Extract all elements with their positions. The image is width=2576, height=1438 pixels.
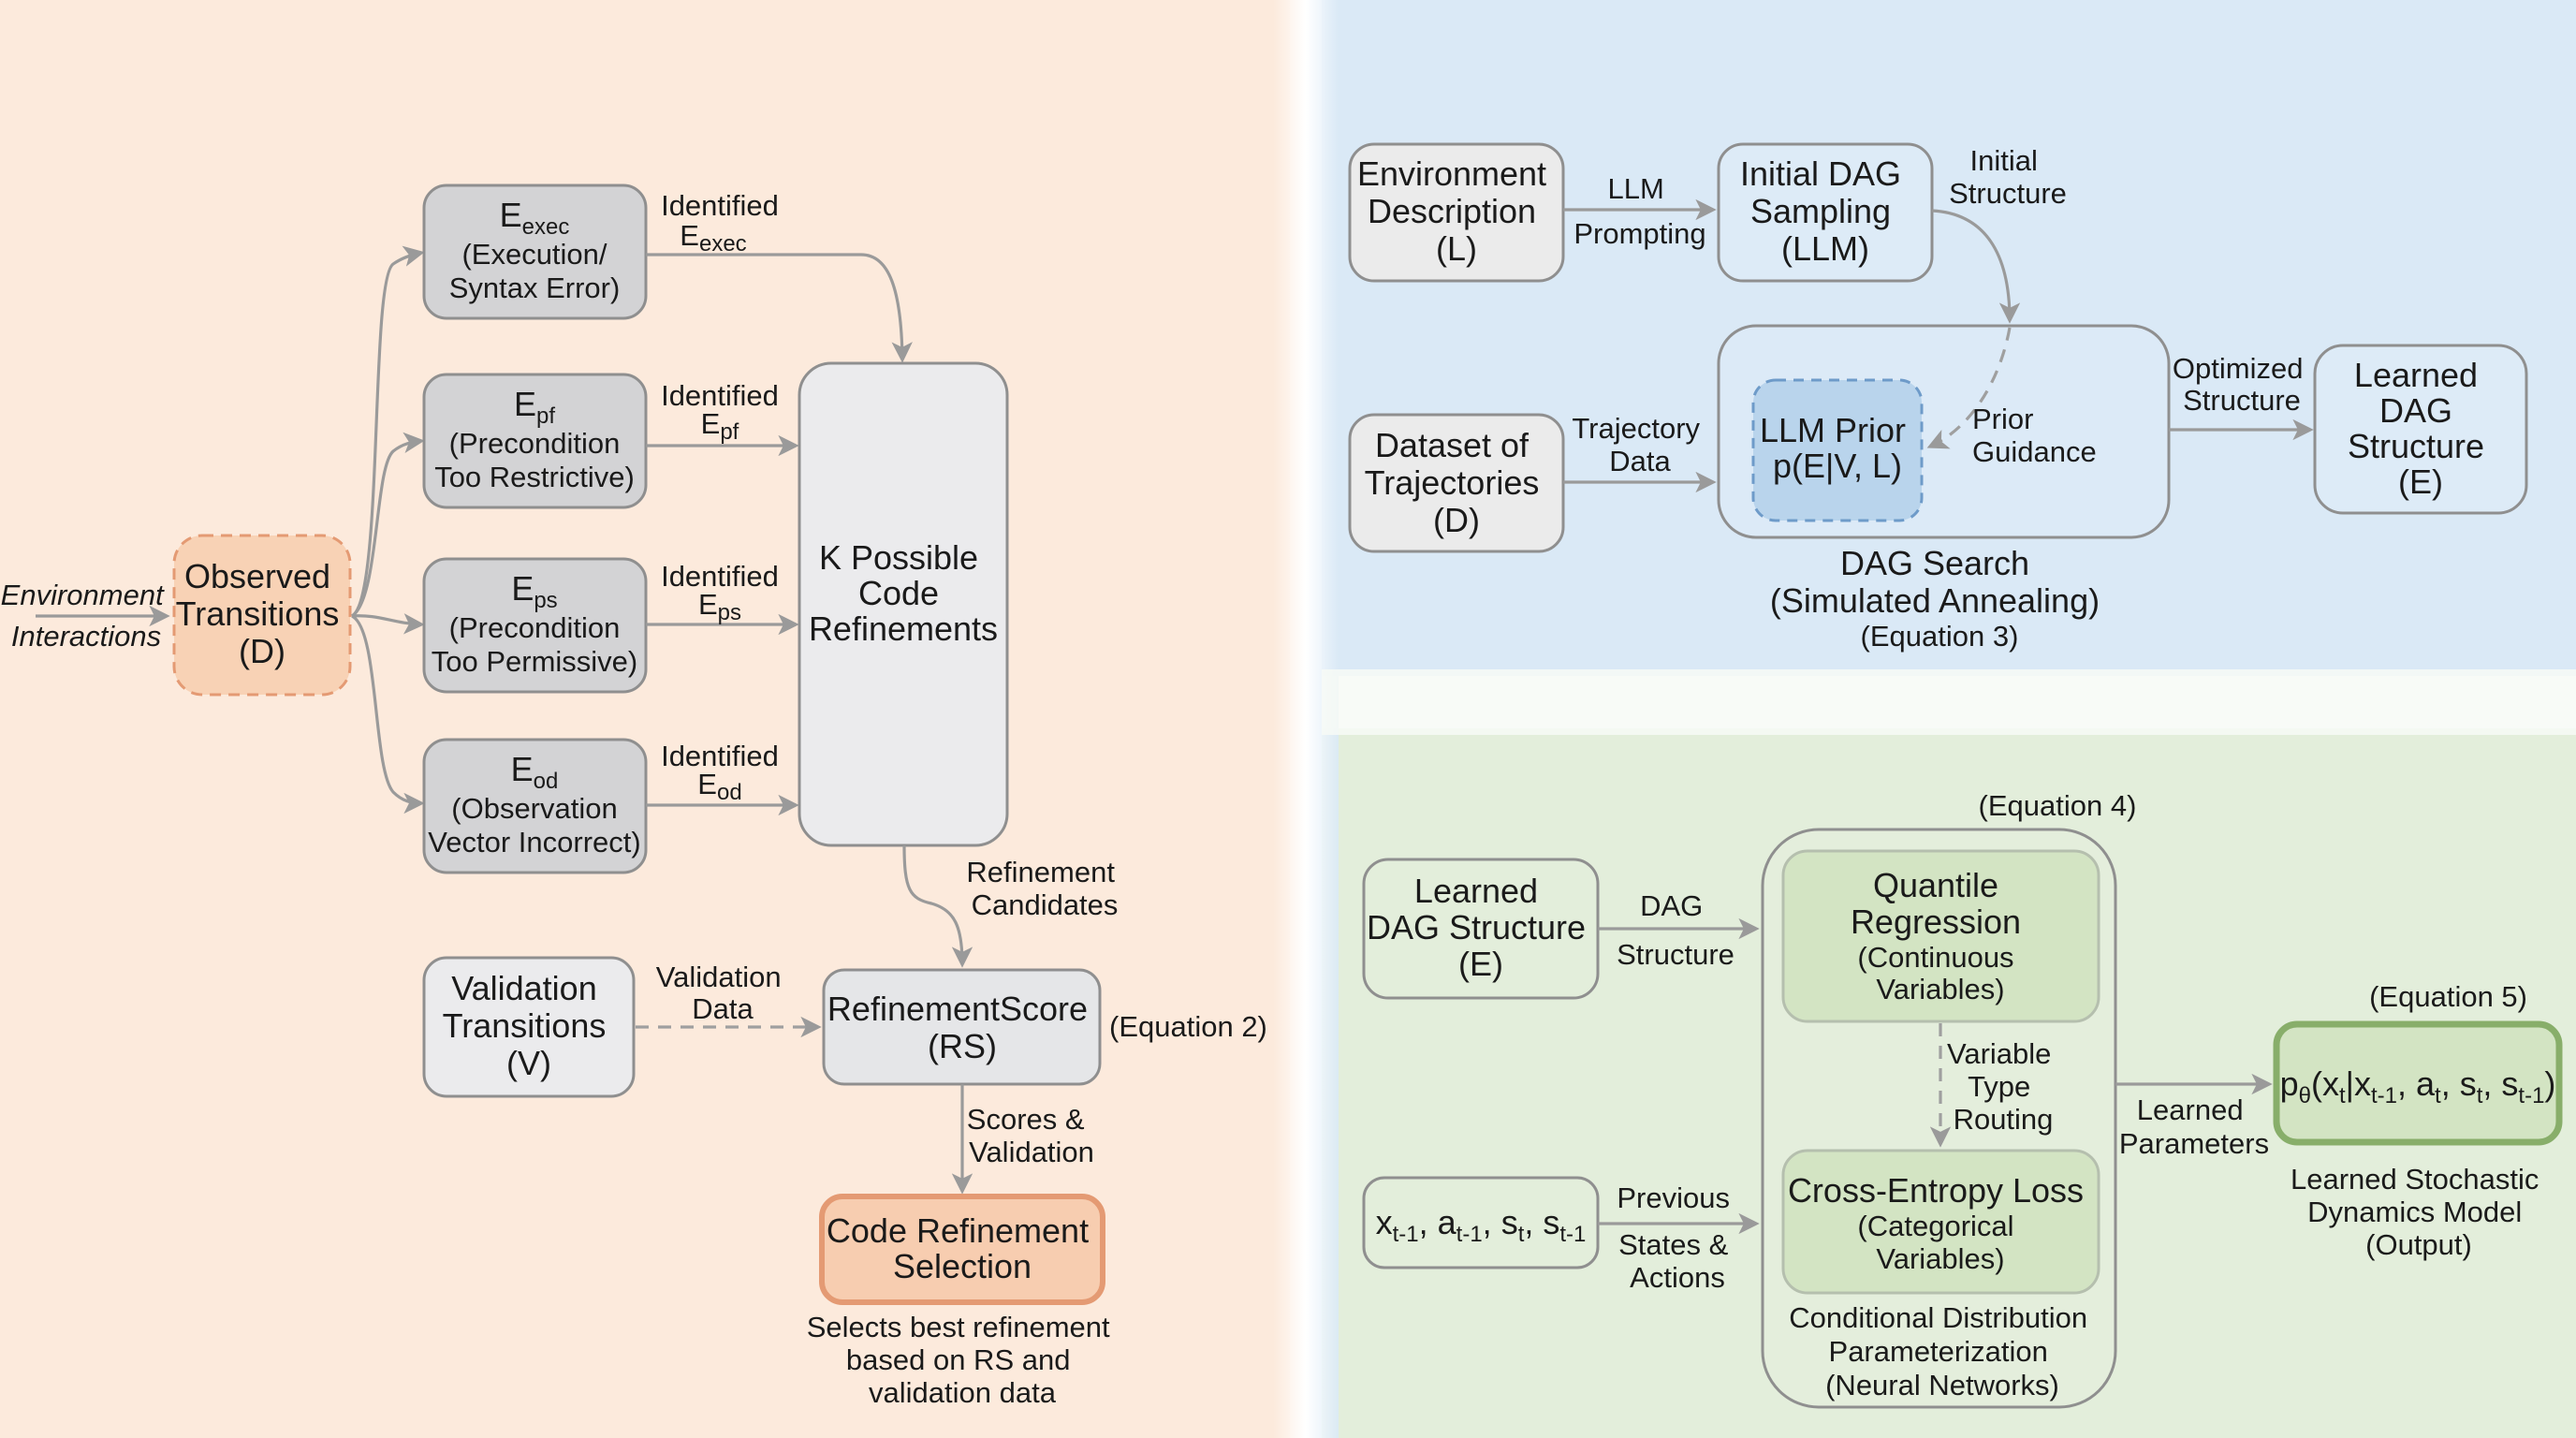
optimized-structure-label: Optimized Structure [2173, 352, 2311, 417]
previous-states-node: xt-1, at-1, st, st-1 [1362, 1176, 1600, 1269]
llm-prior-node: LLM Prior p(E|V, L) [1751, 378, 1924, 522]
learned-dag-structure-node: Learned DAG Structure (E) [2313, 344, 2528, 515]
edge-observed-to-eexec [350, 245, 425, 618]
svg-text:Eexec: Eexec [680, 219, 746, 257]
svg-text:Cross-Entropy Loss (Cate: Cross-Entropy Loss (Categorical Variable… [1788, 1171, 2093, 1275]
svg-text:RefinementScore (RS): RefinementScore (RS) [827, 990, 1097, 1065]
environment-interactions-label: Environment Interactions [1, 579, 172, 653]
svg-text:Dataset of Trajectories: Dataset of Trajectories (D) [1365, 426, 1549, 539]
previous-states-label: Previous States & Actions [1617, 1181, 1737, 1294]
edge-eexec-to-k [646, 253, 913, 363]
edge-prior-guidance [1926, 327, 2012, 449]
svg-text:Observed Transitions: Observed Transitions (D) [176, 557, 349, 670]
validation-transitions-node: Validation Transitions (V) [422, 956, 636, 1098]
svg-text:Eps: Eps [698, 588, 741, 625]
prior-guidance-label: Prior Guidance [1972, 403, 2097, 468]
edge-k-to-refinement-score [902, 844, 973, 968]
svg-text:Identified: Identified [661, 560, 779, 593]
validation-data-label: Validation Data [656, 961, 789, 1025]
edge-observed-to-eod [351, 614, 425, 814]
output-dynamics-node: pθ(xt|xt-1, at, st, st-1) [2273, 1020, 2563, 1146]
svg-text:Quantile Regression: Quantile Regression (Continuous Variable… [1851, 866, 2030, 1005]
edge-observed-to-epf [350, 432, 425, 618]
svg-text:Eod: Eod [697, 768, 741, 805]
variable-type-routing-label: Variable Type Routing [1947, 1037, 2059, 1136]
panel-gap-horizontal [1322, 669, 2576, 735]
initial-dag-sampling-node: Initial DAG Sampling (LLM) [1717, 142, 1934, 283]
edge-observed-to-eps [351, 613, 425, 635]
learned-dag-input-node: Learned DAG Structure (E) [1362, 858, 1600, 1000]
edge-initial-dag-to-dag-search [1931, 209, 2021, 324]
label-identified-ps: Identified Eps [661, 560, 779, 625]
svg-text:Environment Description: Environment Description (L) [1357, 154, 1556, 268]
svg-text:Eod: Eod [511, 750, 559, 794]
svg-text:Identified: Identified [661, 189, 779, 222]
svg-text:Learned DAG Struct: Learned DAG Structure (E) [2348, 356, 2494, 501]
svg-text:Eps: Eps [511, 569, 557, 613]
output-caption: Learned Stochastic Dynamics Model (Outpu… [2291, 1163, 2547, 1261]
environment-description-node: Environment Description (L) [1348, 142, 1565, 283]
observed-transitions-node: Observed Transitions (D) [172, 534, 352, 697]
svg-text:pθ(xt|xt-1, at, st, st-1): pθ(xt|xt-1, at, st, st-1) [2280, 1064, 2556, 1108]
dag-structure-label: DAG Structure [1617, 889, 1734, 971]
refinement-score-node: RefinementScore (RS) [822, 968, 1102, 1086]
svg-text:Code Refinement Selectio: Code Refinement Selection [827, 1211, 1098, 1285]
svg-text:Initial DAG Sampling: Initial DAG Sampling (LLM) [1740, 154, 1910, 268]
selection-caption: Selects best refinement based on RS and … [807, 1311, 1119, 1409]
quantile-regression-node: Quantile Regression (Continuous Variable… [1781, 849, 2100, 1023]
label-identified-pf: Identified Epf [661, 379, 779, 445]
container-caption: Conditional Distribution Parameterizatio… [1789, 1301, 2095, 1401]
scores-validation-label: Scores & Validation [967, 1103, 1094, 1168]
svg-text:Epf: Epf [701, 407, 739, 445]
dataset-trajectories-node: Dataset of Trajectories (D) [1348, 413, 1565, 553]
refinement-candidates-label: Refinement Candidates [966, 856, 1122, 921]
llm-prompting-label: LLM Prompting [1573, 172, 1705, 250]
svg-text:Identified: Identified [661, 740, 779, 772]
error-node-exec: Eexec (Execution/Syntax Error) [422, 183, 648, 320]
svg-text:xt-1, at-1, st, st-1: xt-1, at-1, st, st-1 [1376, 1203, 1587, 1247]
svg-text:Eexec: Eexec [500, 196, 570, 240]
code-refinement-selection-node: Code Refinement Selection [819, 1194, 1105, 1305]
k-possible-refinements-node: K Possible Code Refinements [798, 361, 1009, 847]
svg-text:(Execution/Syntax Error): (Execution/Syntax Error) [449, 238, 621, 304]
cross-entropy-node: Cross-Entropy Loss (Categorical Variable… [1781, 1149, 2100, 1295]
svg-text:Validation Transitions: Validation Transitions (V) [443, 969, 616, 1082]
label-identified-exec: Identified Eexec [661, 189, 779, 257]
svg-text:K Possible Code Re: K Possible Code Refinements [809, 538, 998, 648]
svg-text:Epf: Epf [514, 385, 555, 429]
equation-2-label: (Equation 2) [1109, 1010, 1267, 1043]
svg-text:LLM Prior p(E|V, L): LLM Prior p(E|V, L) [1760, 411, 1915, 485]
learned-parameters-label: Learned Parameters [2119, 1093, 2269, 1160]
trajectory-data-label: Trajectory Data [1572, 412, 1707, 477]
dag-search-caption: DAG Search (Simulated Annealing) (Equati… [1770, 544, 2109, 653]
equation-4-label: (Equation 4) [1979, 789, 2137, 822]
initial-structure-label: Initial Structure [1949, 144, 2067, 210]
equation-5-label: (Equation 5) [2369, 980, 2527, 1013]
label-identified-od: Identified Eod [661, 740, 779, 805]
svg-text:Identified: Identified [661, 379, 779, 412]
svg-text:Learned DAG Structure: Learned DAG Structure (E) [1367, 872, 1595, 983]
